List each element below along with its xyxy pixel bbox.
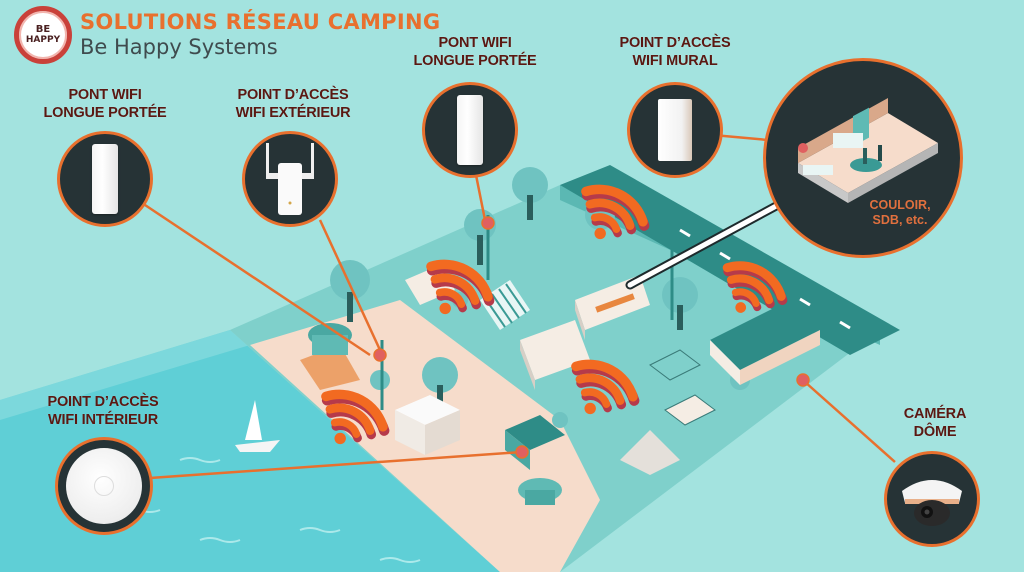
connector-ap-outdoor: [318, 219, 382, 351]
badge-bridge-center: [422, 82, 518, 178]
market-hall: [710, 300, 820, 385]
connector-ap-indoor: [149, 450, 523, 480]
page-title: SOLUTIONS RÉSEAU CAMPING: [80, 10, 441, 34]
badge-bridge-left: [57, 131, 153, 227]
header: BE HAPPY SOLUTIONS RÉSEAU CAMPING Be Hap…: [14, 6, 440, 64]
badge-ap-outdoor: [242, 131, 338, 227]
label-line1: POINT D’ACCÈS: [237, 87, 349, 103]
room-callout-text: COULOIR, SDB, etc.: [855, 198, 945, 228]
label-camera: CAMÉRA DÔME: [880, 405, 990, 441]
campsite-ground: [230, 185, 880, 572]
be-happy-logo: BE HAPPY: [14, 6, 72, 64]
tent: [620, 430, 680, 475]
label-line2: DÔME: [913, 424, 957, 440]
label-ap-outdoor: POINT D’ACCÈS WIFI EXTÉRIEUR: [218, 86, 368, 122]
wall-access-point-icon: [658, 99, 692, 161]
label-line2: LONGUE PORTÉE: [43, 105, 167, 121]
label-bridge-center: PONT WIFI LONGUE PORTÉE: [400, 34, 550, 70]
room-callout-badge: [763, 58, 963, 258]
hotel-room-illustration: [798, 98, 938, 203]
label-line1: POINT D’ACCÈS: [47, 394, 159, 410]
label-line2: LONGUE PORTÉE: [413, 53, 537, 69]
label-line1: CAMÉRA: [903, 406, 967, 422]
page-subtitle: Be Happy Systems: [80, 35, 278, 59]
connector-camera: [804, 381, 896, 463]
label-ap-indoor: POINT D’ACCÈS WIFI INTÉRIEUR: [28, 393, 178, 429]
striped-shade: [480, 280, 530, 330]
ceiling-access-point-icon: [66, 448, 142, 524]
label-line1: PONT WIFI: [438, 35, 512, 51]
gazebo-left: [308, 323, 352, 355]
dome-camera-icon: [902, 480, 962, 526]
umbrella-bar: [518, 478, 562, 505]
ceiling-ap-center: [94, 476, 114, 496]
road: [560, 165, 900, 355]
label-line1: POINT D’ACCÈS: [619, 35, 731, 51]
label-line2: WIFI INTÉRIEUR: [48, 412, 158, 428]
label-bridge-left: PONT WIFI LONGUE PORTÉE: [30, 86, 180, 122]
logo-line2: HAPPY: [25, 35, 61, 45]
label-line1: PONT WIFI: [68, 87, 142, 103]
lifeguard-tower: [395, 395, 460, 455]
outdoor-bridge-icon: [457, 95, 483, 165]
room-callout-line1: COULOIR,: [869, 198, 931, 212]
outdoor-access-point-icon: [266, 143, 314, 215]
badge-camera: [884, 451, 980, 547]
outdoor-bridge-icon: [92, 144, 118, 214]
sailboat: [235, 400, 280, 452]
badge-ap-indoor: [55, 437, 153, 535]
connector-bridge-left: [144, 203, 371, 357]
label-ap-wall: POINT D’ACCÈS WIFI MURAL: [600, 34, 750, 70]
label-line2: WIFI EXTÉRIEUR: [235, 105, 351, 121]
badge-ap-wall: [627, 82, 723, 178]
room-callout-line2: SDB, etc.: [872, 213, 928, 227]
logo-line1: BE: [35, 24, 51, 35]
label-line2: WIFI MURAL: [632, 53, 718, 69]
